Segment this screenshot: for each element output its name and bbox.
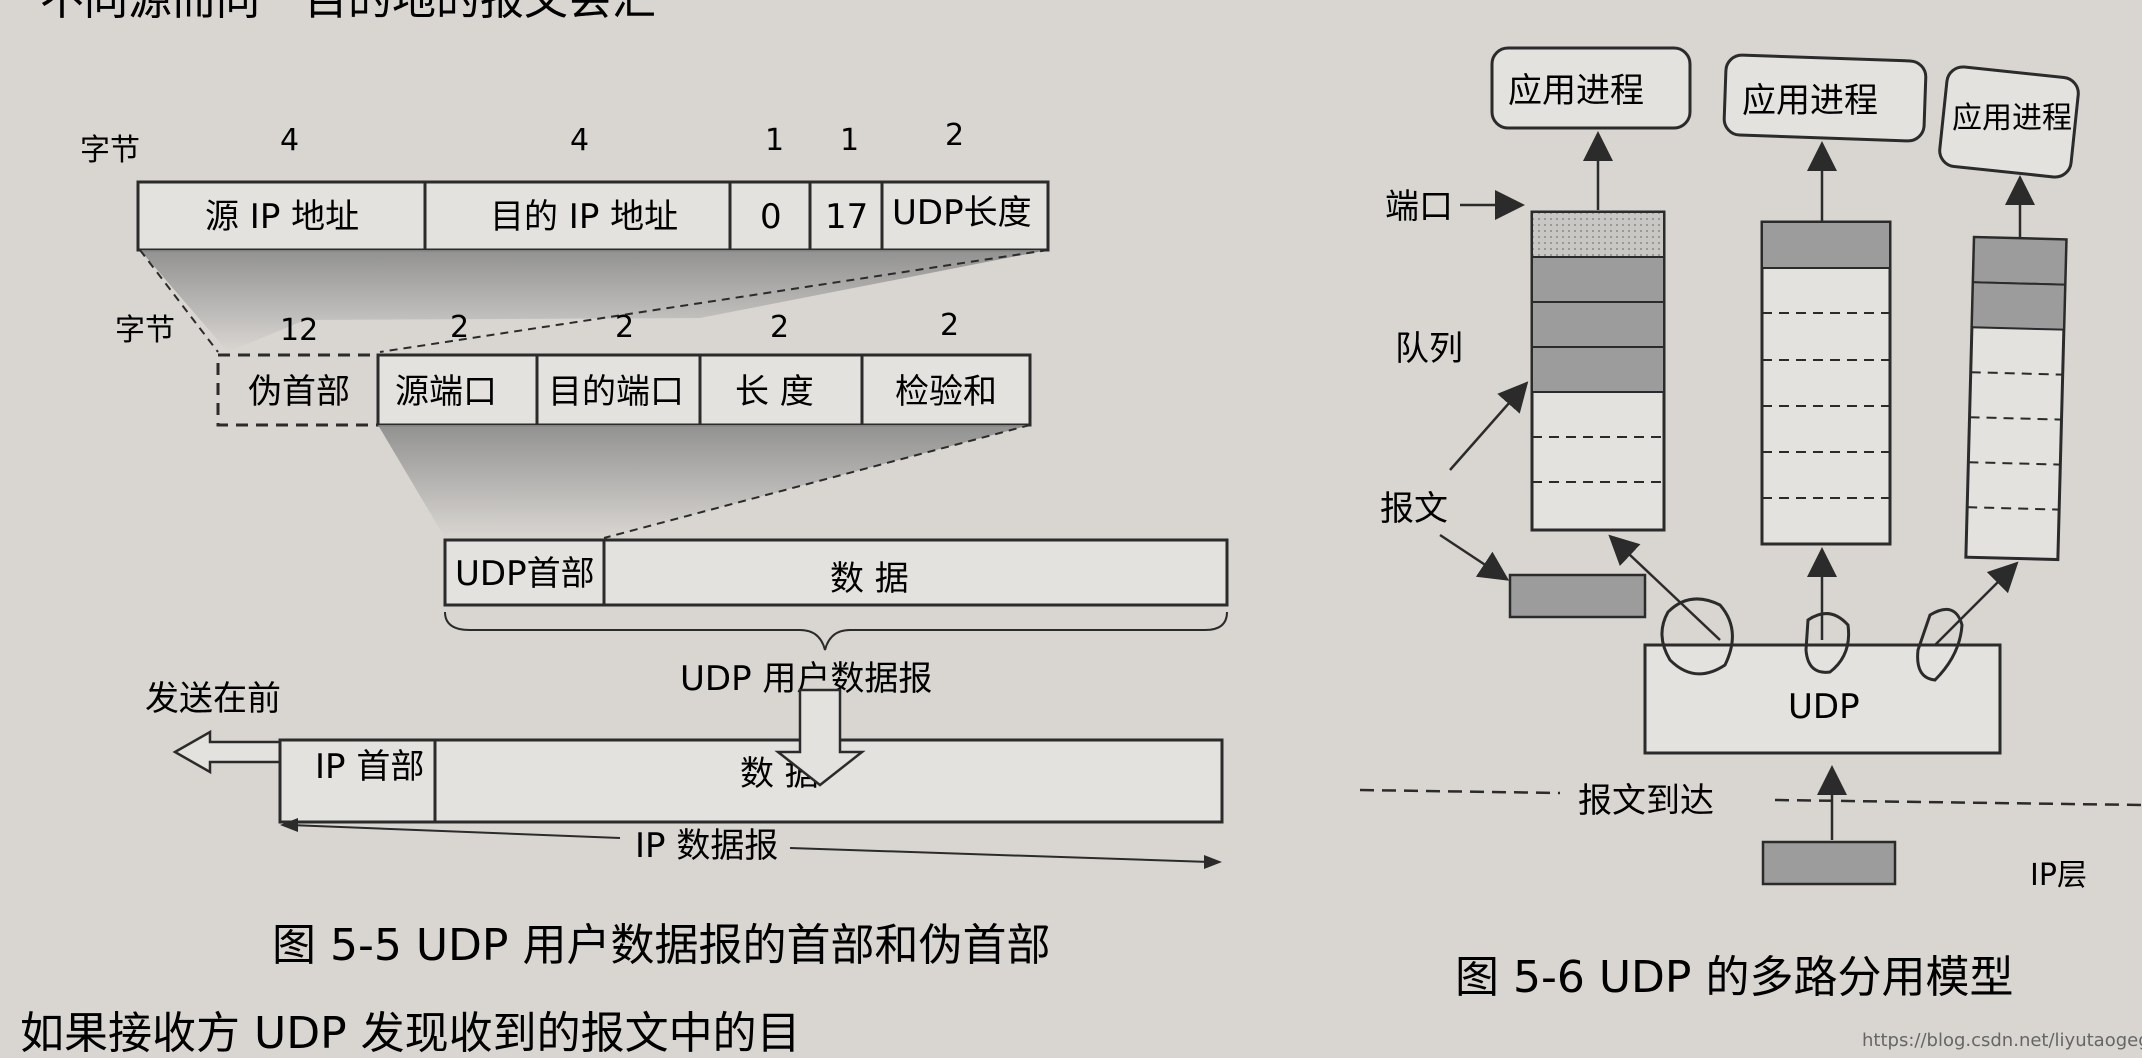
ip-layer-label: IP层: [2030, 858, 2087, 893]
udp-box: [1643, 643, 2002, 755]
top-text: 不同源而同一目的地的报文会汇: [40, 0, 656, 25]
arriving-packet: [1761, 840, 1897, 886]
ph-field-zero: 0: [760, 197, 782, 237]
udp-datagram: [443, 538, 1229, 607]
udp-byte-0: 12: [280, 313, 318, 348]
udp-datagram-data: 数 据: [830, 559, 909, 599]
bytes-label-1: 字节: [80, 133, 140, 168]
fig5-6-caption: 图 5-6 UDP 的多路分用模型: [1455, 952, 2013, 1003]
ip-span-right: [789, 847, 1211, 863]
udp-field-dst-port: 目的端口: [548, 372, 684, 412]
udp-field-pseudo: 伪首部: [248, 372, 350, 412]
port-circle-3-icon: [1916, 607, 1964, 682]
queue-label: 队列: [1395, 329, 1463, 369]
bytes-label-2: 字节: [115, 313, 175, 348]
fan-shade-2: [378, 425, 1030, 538]
message-label: 报文: [1380, 489, 1448, 529]
udp-label: UDP: [1788, 687, 1860, 727]
ph-byte-4: 2: [945, 118, 964, 153]
bottom-text: 如果接收方 UDP 发现收到的报文中的目: [20, 1008, 801, 1058]
pseudo-header-box: [216, 353, 380, 427]
arrival-label: 报文到达: [1578, 781, 1714, 821]
port-circle-2-icon: [1804, 612, 1851, 674]
ph-byte-2: 1: [765, 123, 784, 158]
layer-line-right: [1774, 798, 2142, 807]
send-first-label: 发送在前: [145, 679, 281, 719]
port-label: 端口: [1385, 187, 1453, 227]
app-process-3: [1938, 65, 2080, 179]
app-process-2: [1722, 53, 1928, 143]
brace: [444, 611, 1228, 651]
app-process-label-2: 应用进程: [1742, 81, 1878, 121]
udp-byte-2: 2: [615, 310, 634, 345]
ph-byte-0: 4: [280, 123, 299, 158]
ph-byte-1: 4: [570, 123, 589, 158]
fan-shade-1: [140, 250, 1048, 352]
udp-field-src-port: 源端口: [395, 372, 497, 412]
udp-byte-1: 2: [450, 310, 469, 345]
udp-field-checksum: 检验和: [895, 372, 997, 412]
ip-datagram-label: IP 数据报: [635, 826, 778, 866]
queue-1: [1530, 210, 1666, 532]
udp-header-row: [376, 353, 1032, 427]
send-first-arrow-icon: [172, 729, 282, 775]
queue-2: [1760, 220, 1892, 546]
app-process-1: [1490, 46, 1692, 130]
ph-field-udp-len: UDP长度: [892, 193, 1032, 233]
layer-line-left: [1359, 788, 1561, 795]
ph-field-src-ip: 源 IP 地址: [205, 197, 359, 237]
udp-byte-4: 2: [940, 308, 959, 343]
udp-field-length: 长 度: [735, 372, 814, 412]
ip-datagram-header: IP 首部: [315, 747, 424, 787]
message-block: [1508, 573, 1647, 619]
fig5-5-caption: 图 5-5 UDP 用户数据报的首部和伪首部: [272, 920, 1050, 971]
watermark: https://blog.csdn.net/liyutaogege: [1862, 1030, 2142, 1051]
app-process-label-1: 应用进程: [1508, 71, 1644, 111]
encapsulate-arrow-icon: [774, 688, 866, 787]
udp-datagram-header: UDP首部: [455, 554, 595, 594]
ip-datagram: [278, 738, 1224, 824]
udp-byte-3: 2: [770, 310, 789, 345]
ph-byte-3: 1: [840, 123, 859, 158]
queue-3: [1964, 235, 2068, 562]
pseudo-header-row: [136, 180, 1050, 252]
ph-field-17: 17: [825, 197, 868, 237]
port-circle-1-icon: [1660, 597, 1734, 676]
app-process-label-3: 应用进程: [1952, 101, 2072, 136]
ph-field-dst-ip: 目的 IP 地址: [490, 197, 678, 237]
ip-span-left: [289, 824, 621, 839]
